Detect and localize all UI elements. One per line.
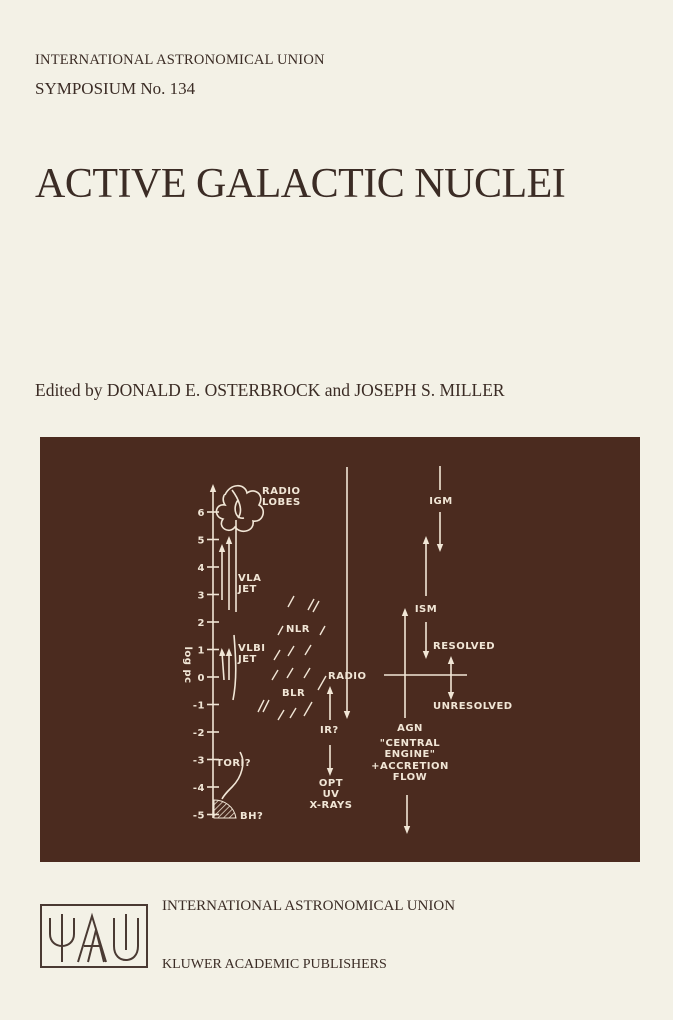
label-bh: BH? — [240, 811, 263, 822]
publisher-iau: INTERNATIONAL ASTRONOMICAL UNION — [162, 898, 456, 914]
label-agn-5: FLOW — [393, 772, 427, 783]
series-name: INTERNATIONAL ASTRONOMICAL UNION — [35, 52, 325, 68]
iau-logo-mark — [49, 912, 139, 963]
label-igm: IGM — [429, 496, 452, 507]
radio-lobes-shape — [215, 484, 265, 533]
axis-tick-label: 3 — [198, 591, 205, 602]
label-agn-2: "CENTRAL — [380, 738, 441, 749]
editors: Edited by DONALD E. OSTERBROCK and JOSEP… — [35, 380, 505, 400]
label-vlbi-jet: JET — [237, 654, 257, 665]
label-vlbi: VLBI — [238, 643, 265, 654]
book-title: ACTIVE GALACTIC NUCLEI — [35, 161, 566, 207]
label-resolved: RESOLVED — [433, 641, 495, 652]
label-blr: BLR — [282, 688, 305, 699]
axis-tick-label: -5 — [193, 811, 205, 822]
label-unresolved: UNRESOLVED — [433, 701, 513, 712]
axis-tick-label: -2 — [193, 728, 205, 739]
iau-logo — [40, 904, 148, 968]
label-tori: TORI? — [216, 758, 251, 769]
nlr-blr-hatching — [257, 595, 327, 721]
label-agn-4: +ACCRETION — [371, 761, 449, 772]
label-uv: UV — [323, 789, 340, 800]
label-agn: AGN — [397, 723, 423, 734]
symposium-number: SYMPOSIUM No. 134 — [35, 79, 196, 98]
axis-tick-label: 6 — [198, 508, 205, 519]
axis-tick-label: 2 — [198, 618, 205, 629]
label-radio-lobes-2: LOBES — [262, 497, 301, 508]
axis-tick-label: -3 — [193, 756, 205, 767]
publisher-kluwer: KLUWER ACADEMIC PUBLISHERS — [162, 957, 387, 972]
axis-label: log pc — [182, 646, 193, 683]
axis-tick-label: 0 — [198, 673, 205, 684]
axis-tick-label: -4 — [193, 783, 205, 794]
label-radio: RADIO — [328, 671, 366, 682]
label-opt: OPT — [319, 778, 343, 789]
axis-tick-label: 1 — [198, 646, 205, 657]
label-vla-jet: JET — [237, 584, 257, 595]
label-ism: ISM — [415, 604, 437, 615]
axis-tick-label: -1 — [193, 701, 205, 712]
label-radio-lobes: RADIO — [262, 486, 300, 497]
axis-tick-label: 5 — [198, 536, 205, 547]
label-xrays: X-RAYS — [310, 800, 353, 811]
black-hole-shape — [213, 799, 237, 819]
axis-tick-label: 4 — [198, 563, 205, 574]
label-vla: VLA — [238, 573, 261, 584]
label-agn-3: ENGINE" — [384, 749, 435, 760]
label-ir: IR? — [320, 725, 339, 736]
label-nlr: NLR — [286, 624, 310, 635]
diagram-panel — [40, 437, 640, 862]
